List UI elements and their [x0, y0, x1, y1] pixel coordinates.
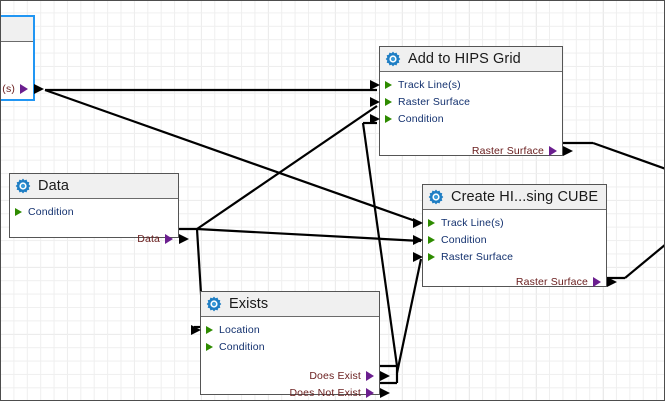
node-title-bar[interactable]: Exists — [201, 292, 379, 317]
port-spacer — [380, 127, 562, 142]
input-port-condition[interactable]: Condition — [201, 338, 379, 355]
output-port-raster-surface[interactable]: Raster Surface — [380, 142, 573, 159]
node-data[interactable]: Data Condition Data — [9, 173, 189, 245]
output-port-label: Does Not Exist — [289, 386, 361, 399]
input-port-condition[interactable]: Condition — [370, 110, 562, 127]
port-spacer — [201, 355, 379, 367]
node-title-label: Exists — [229, 296, 269, 312]
wire-exists-to-cube-raster — [395, 258, 423, 374]
output-port-raster-surface[interactable]: Raster Surface — [423, 273, 617, 290]
input-port-raster-surface[interactable]: Raster Surface — [370, 93, 562, 110]
output-arrow-icon — [366, 370, 374, 381]
output-arrow-icon — [20, 83, 28, 94]
input-port-track-lines[interactable]: Track Line(s) — [370, 76, 562, 93]
output-port-does-exist[interactable]: Does Exist — [201, 367, 390, 384]
node-add-to-hips-grid[interactable]: Add to HIPS Grid Track Line(s) Raster Su… — [370, 46, 573, 159]
node-title-bar[interactable] — [1, 17, 33, 42]
input-port-condition[interactable]: Condition — [10, 203, 178, 220]
input-port-condition[interactable]: Condition — [413, 231, 606, 248]
node-title-label: Create HI...sing CUBE — [451, 189, 599, 205]
node-title-label: Data — [38, 178, 70, 194]
input-port-track-lines[interactable]: Track Line(s) — [413, 214, 606, 231]
output-port-data[interactable]: Data — [10, 230, 189, 247]
port-spacer — [423, 265, 606, 273]
input-connector-icon — [413, 251, 423, 262]
node-body: Location Condition Does Exist Does Not E… — [191, 317, 390, 400]
output-arrow-icon — [593, 276, 601, 287]
output-arrow-icon — [165, 233, 173, 244]
input-connector-icon — [413, 234, 423, 245]
output-arrow-icon — [549, 145, 557, 156]
input-port-label: Track Line(s) — [441, 216, 504, 229]
node-title-bar[interactable]: Add to HIPS Grid — [380, 47, 562, 72]
output-connector-icon — [34, 83, 44, 94]
input-arrow-icon — [385, 80, 392, 89]
wire-data-to-hips-raster — [196, 105, 378, 230]
wire-cube-out-upright — [624, 244, 664, 279]
input-port-label: Condition — [28, 205, 74, 218]
input-arrow-icon — [428, 218, 435, 227]
output-port-label: Data — [137, 232, 160, 245]
input-arrow-icon — [428, 252, 435, 261]
input-port-label: Raster Surface — [441, 250, 514, 263]
input-arrow-icon — [385, 114, 392, 123]
node-exists[interactable]: Exists Location Condition Does Exist Doe… — [191, 291, 390, 399]
input-port-label: Location — [219, 323, 260, 336]
input-port-label: Condition — [398, 112, 444, 125]
output-connector-icon — [563, 145, 573, 156]
node-body: (s) — [1, 42, 44, 97]
node-body: Track Line(s) Condition Raster Surface R… — [413, 210, 617, 290]
gear-icon — [206, 296, 222, 312]
output-connector-icon — [380, 370, 390, 381]
output-port-label: Does Exist — [309, 369, 361, 382]
input-connector-icon — [413, 217, 423, 228]
wire-data-to-cube-condition — [196, 227, 422, 243]
input-arrow-icon — [428, 235, 435, 244]
wire-hips-out-right — [592, 141, 664, 170]
gear-icon — [385, 51, 401, 67]
input-port-label: Condition — [219, 340, 265, 353]
input-port-label: Raster Surface — [398, 95, 471, 108]
node-body: Track Line(s) Raster Surface Condition R… — [370, 72, 573, 159]
input-arrow-icon — [206, 325, 213, 334]
output-connector-icon — [380, 387, 390, 398]
input-port-label: Condition — [441, 233, 487, 246]
node-body: Condition Data — [10, 199, 189, 247]
node-clipped-source[interactable]: (s) — [1, 15, 44, 101]
node-create-hips-cube[interactable]: Create HI...sing CUBE Track Line(s) Cond… — [413, 184, 617, 290]
output-port-label: Raster Surface — [515, 275, 588, 288]
input-arrow-icon — [385, 97, 392, 106]
input-arrow-icon — [206, 342, 213, 351]
node-title-bar[interactable]: Create HI...sing CUBE — [423, 185, 606, 210]
input-connector-icon — [370, 96, 380, 107]
output-port-label: (s) — [2, 82, 15, 95]
gear-icon — [428, 189, 444, 205]
input-port-label: Track Line(s) — [398, 78, 461, 91]
node-title-label: Add to HIPS Grid — [408, 51, 521, 67]
output-port[interactable]: (s) — [1, 80, 44, 97]
output-port-does-not-exist[interactable]: Does Not Exist — [201, 384, 390, 400]
port-spacer — [10, 220, 178, 230]
input-port-raster-surface[interactable]: Raster Surface — [413, 248, 606, 265]
input-connector-icon — [370, 113, 380, 124]
input-port-location[interactable]: Location — [191, 321, 379, 338]
input-connector-icon — [191, 324, 201, 335]
input-arrow-icon — [15, 207, 22, 216]
gear-icon — [15, 178, 31, 194]
output-connector-icon — [607, 276, 617, 287]
node-title-bar[interactable]: Data — [10, 174, 178, 199]
input-connector-icon — [370, 79, 380, 90]
output-arrow-icon — [366, 387, 374, 398]
output-port-label: Raster Surface — [471, 144, 544, 157]
output-connector-icon — [179, 233, 189, 244]
